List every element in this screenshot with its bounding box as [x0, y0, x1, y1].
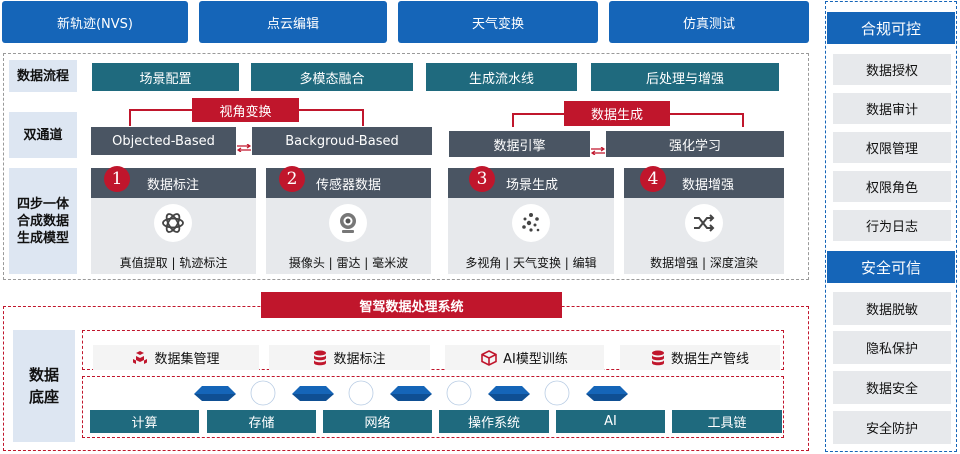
step-number: 1 [104, 166, 130, 192]
server-slab-icon [194, 386, 236, 394]
server-slab-icon [390, 386, 432, 394]
item-security-defense[interactable]: 安全防护 [833, 411, 951, 444]
row-label-model: 四步一体 合成数据 生成模型 [9, 168, 77, 274]
camera-icon [329, 204, 367, 242]
connector-line [362, 109, 364, 126]
platform-label: 数据生产管线 [670, 352, 749, 367]
tab-new-trajectory[interactable]: 新轨迹(NVS) [2, 1, 188, 43]
shuffle-icon [685, 204, 723, 242]
swap-arrows-icon [236, 137, 252, 153]
item-data-authorization[interactable]: 数据授权 [833, 54, 951, 85]
flow-step-multimodal-fusion[interactable]: 多模态融合 [251, 63, 413, 91]
card-sensor-data[interactable]: 传感器数据 2 摄像头 | 雷达 | 毫米波 [266, 166, 431, 274]
item-permission-roles[interactable]: 权限角色 [833, 171, 951, 202]
row-label-flow: 数据流程 [9, 60, 77, 92]
connector-line [512, 113, 514, 127]
card-footer: 真值提取 | 轨迹标注 [119, 256, 228, 270]
platform-label: 数据集管理 [154, 352, 220, 367]
tab-label: 天气变换 [471, 16, 524, 32]
tab-label: 点云编辑 [266, 16, 319, 32]
card-scene-generation[interactable]: 场景生成 3 多视角 | 天气变换 | 编辑 [448, 166, 614, 274]
server-slab-icon [586, 386, 628, 394]
object-based-box[interactable]: Objected-Based [91, 127, 236, 155]
item-data-audit[interactable]: 数据审计 [833, 93, 951, 124]
item-privacy-protection[interactable]: 隐私保护 [833, 331, 951, 364]
item-data-security[interactable]: 数据安全 [833, 371, 951, 404]
swap-arrows-icon [590, 140, 606, 156]
platform-label: AI模型训练 [503, 352, 568, 367]
card-footer: 数据增强 | 深度渲染 [650, 256, 758, 270]
flow-step-generation-pipeline[interactable]: 生成流水线 [426, 63, 577, 91]
step-number: 3 [469, 166, 495, 192]
step-number: 2 [279, 166, 305, 192]
flow-step-postprocess[interactable]: 后处理与增强 [591, 63, 779, 91]
server-slab-icon [292, 386, 334, 394]
infra-row [82, 376, 784, 438]
infra-storage[interactable]: 存储 [207, 410, 316, 433]
database-icon [651, 350, 664, 365]
server-slab-icon [488, 386, 530, 394]
compliance-header: 合规可控 [827, 12, 955, 44]
data-engine-box[interactable]: 数据引擎 [449, 131, 590, 157]
platform-data-annotation[interactable]: 数据标注 [269, 345, 430, 370]
card-header: 数据增强 [624, 168, 784, 198]
flow-step-scene-config[interactable]: 场景配置 [92, 63, 239, 91]
platform-row [82, 330, 784, 370]
platform-ai-model-training[interactable]: AI模型训练 [445, 345, 604, 370]
scatter-dots-icon [512, 204, 550, 242]
system-title: 智驾数据处理系统 [261, 292, 562, 318]
view-transform-tag: 视角变换 [192, 98, 299, 122]
network-decoration [194, 380, 628, 406]
infra-compute[interactable]: 计算 [90, 410, 199, 433]
infra-network[interactable]: 网络 [323, 410, 432, 433]
platform-dataset-management[interactable]: 数据集管理 [93, 345, 259, 370]
cube-cluster-icon [133, 350, 148, 364]
security-header: 安全可信 [827, 251, 955, 283]
reinforcement-learning-box[interactable]: 强化学习 [606, 131, 784, 157]
infra-os[interactable]: 操作系统 [439, 410, 549, 433]
compliance-panel [825, 1, 957, 452]
platform-data-pipeline[interactable]: 数据生产管线 [620, 345, 780, 370]
step-number: 4 [640, 166, 666, 192]
card-data-augmentation[interactable]: 数据增强 4 数据增强 | 深度渲染 [624, 166, 784, 274]
background-based-box[interactable]: Backgroud-Based [252, 127, 432, 155]
row-label-dual: 双通道 [9, 112, 77, 158]
tab-label: 新轨迹(NVS) [56, 16, 133, 32]
item-behavior-log[interactable]: 行为日志 [833, 210, 951, 241]
card-footer: 多视角 | 天气变换 | 编辑 [465, 256, 597, 270]
card-footer: 摄像头 | 雷达 | 毫米波 [288, 256, 409, 270]
infra-ai[interactable]: AI [556, 410, 665, 433]
card-data-annotation[interactable]: 数据标注 1 真值提取 | 轨迹标注 [91, 166, 256, 274]
infra-toolchain[interactable]: 工具链 [672, 410, 782, 433]
item-permission-management[interactable]: 权限管理 [833, 132, 951, 163]
platform-label: 数据标注 [333, 352, 386, 367]
connector-line [129, 109, 131, 126]
model-cube-icon [481, 349, 497, 366]
database-icon [314, 350, 327, 365]
tab-weather-transform[interactable]: 天气变换 [398, 1, 598, 43]
tab-label: 仿真测试 [682, 16, 735, 32]
tab-point-cloud-edit[interactable]: 点云编辑 [199, 1, 387, 43]
model-panel [3, 53, 809, 280]
data-generation-tag: 数据生成 [564, 101, 670, 126]
item-data-masking[interactable]: 数据脱敏 [833, 292, 951, 325]
connector-line [742, 113, 744, 127]
ai-knot-icon [154, 204, 192, 242]
row-label-base: 数据 底座 [13, 330, 75, 442]
tab-simulation-test[interactable]: 仿真测试 [609, 1, 809, 43]
